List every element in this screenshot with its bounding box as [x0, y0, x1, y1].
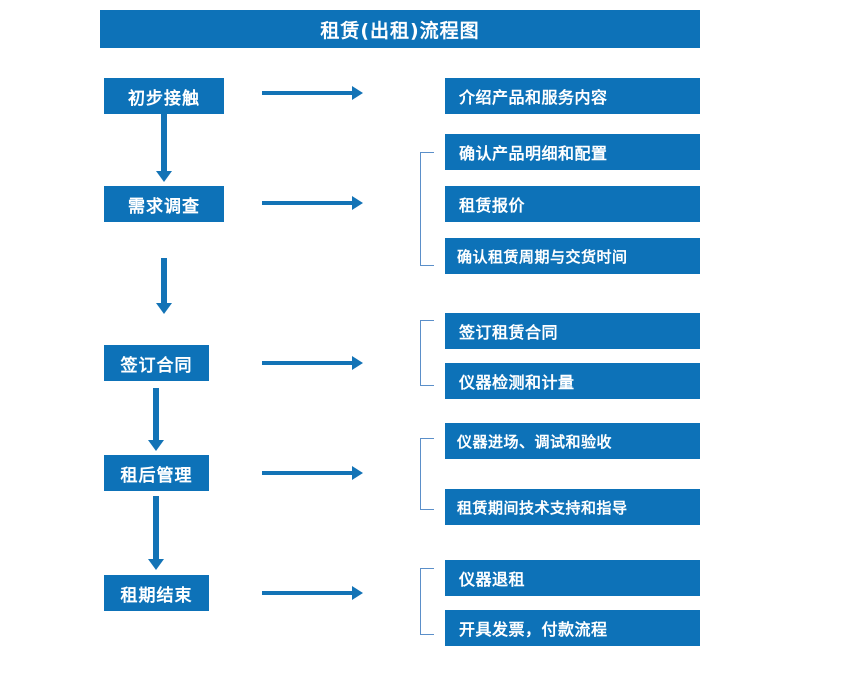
detail-box-6[interactable]: 仪器检测和计量	[445, 363, 700, 399]
horizontal-arrow-5	[262, 586, 363, 600]
detail-box-2[interactable]: 确认产品明细和配置	[445, 134, 700, 170]
detail-box-8[interactable]: 租赁期间技术支持和指导	[445, 489, 700, 525]
arrow-shaft	[262, 591, 352, 595]
group-bracket-3	[420, 320, 434, 386]
horizontal-arrow-3	[262, 356, 363, 370]
arrow-head-icon	[352, 86, 363, 100]
horizontal-arrow-1	[262, 86, 363, 100]
chart-title: 租赁(出租)流程图	[100, 10, 700, 48]
arrow-shaft	[262, 201, 352, 205]
group-bracket-5	[420, 568, 434, 635]
arrow-shaft	[262, 471, 352, 475]
stage-box-3[interactable]: 签订合同	[104, 345, 209, 381]
arrow-head-icon	[156, 171, 172, 182]
group-bracket-4	[420, 438, 434, 510]
arrow-shaft	[161, 114, 167, 171]
arrow-head-icon	[148, 559, 164, 570]
horizontal-arrow-4	[262, 466, 363, 480]
detail-box-7[interactable]: 仪器进场、调试和验收	[445, 423, 700, 459]
arrow-head-icon	[148, 440, 164, 451]
arrow-head-icon	[352, 196, 363, 210]
vertical-arrow-2	[156, 258, 172, 314]
arrow-head-icon	[352, 466, 363, 480]
stage-box-4[interactable]: 租后管理	[104, 455, 209, 491]
stage-box-1[interactable]: 初步接触	[104, 78, 224, 114]
detail-box-1[interactable]: 介绍产品和服务内容	[445, 78, 700, 114]
stage-box-2[interactable]: 需求调查	[104, 186, 224, 222]
detail-box-5[interactable]: 签订租赁合同	[445, 313, 700, 349]
vertical-arrow-3	[148, 388, 164, 451]
detail-box-3[interactable]: 租赁报价	[445, 186, 700, 222]
arrow-shaft	[262, 361, 352, 365]
arrow-head-icon	[352, 586, 363, 600]
group-bracket-2	[420, 152, 434, 266]
arrow-shaft	[262, 91, 352, 95]
arrow-head-icon	[352, 356, 363, 370]
horizontal-arrow-2	[262, 196, 363, 210]
arrow-shaft	[153, 388, 159, 440]
detail-box-4[interactable]: 确认租赁周期与交货时间	[445, 238, 700, 274]
arrow-shaft	[153, 496, 159, 559]
detail-box-10[interactable]: 开具发票，付款流程	[445, 610, 700, 646]
arrow-head-icon	[156, 303, 172, 314]
vertical-arrow-1	[156, 114, 172, 182]
vertical-arrow-4	[148, 496, 164, 570]
arrow-shaft	[161, 258, 167, 303]
detail-box-9[interactable]: 仪器退租	[445, 560, 700, 596]
stage-box-5[interactable]: 租期结束	[104, 575, 209, 611]
